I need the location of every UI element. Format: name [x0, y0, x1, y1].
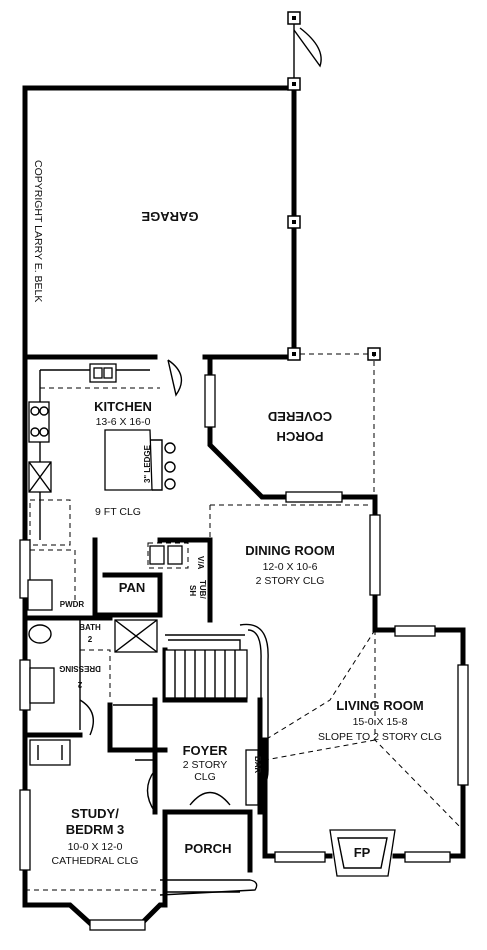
- kitchen-ledge: 3" LEDGE: [143, 444, 152, 483]
- dining-room-label: DINING ROOM: [245, 543, 335, 558]
- exterior-walls: [22, 85, 466, 928]
- fireplace: [329, 829, 396, 877]
- dining-fixtures: [147, 504, 464, 831]
- windows: [19, 87, 469, 931]
- bath-label-1: BATH: [79, 623, 101, 632]
- bath-label-2: 2: [88, 635, 93, 644]
- foyer-ceiling-2: CLG: [194, 771, 216, 783]
- living-room-ceiling: SLOPE TO 2 STORY CLG: [318, 731, 442, 743]
- kitchen-ceiling: 9 FT CLG: [95, 506, 141, 518]
- garage-posts: [287, 11, 381, 361]
- foyer-ceiling-1: 2 STORY: [183, 759, 228, 771]
- kitchen-fixtures: [28, 359, 183, 600]
- dining-room-size: 12-0 X 10-6: [263, 561, 318, 573]
- kitchen-label: KITCHEN: [94, 399, 152, 414]
- study-size: 10-0 X 12-0: [68, 841, 123, 853]
- dressing-label-2: 2: [77, 680, 82, 689]
- pwdr-label: PWDR: [60, 600, 85, 609]
- tub-sh-label-1: TUB/: [198, 580, 207, 599]
- study-ceiling: CATHEDRAL CLG: [52, 855, 139, 867]
- foyer-label: FOYER: [183, 743, 228, 758]
- covered-porch-label-2: PORCH: [277, 429, 324, 444]
- bath-fixtures: [27, 579, 158, 766]
- tub-sh-label-2: SH: [188, 585, 197, 596]
- porch-label: PORCH: [185, 841, 232, 856]
- foyer-details: [135, 749, 259, 896]
- study-label-2: BEDRM 3: [66, 822, 125, 837]
- dressing-label-1: DRESSING: [59, 664, 101, 673]
- dining-room-ceiling: 2 STORY CLG: [256, 575, 325, 587]
- va-label: V/A: [196, 556, 205, 570]
- garage-label: GARAGE: [141, 209, 198, 224]
- pan-label: PAN: [119, 580, 145, 595]
- study-label-1: STUDY/: [71, 806, 119, 821]
- covered-porch-label-1: COVERED: [268, 409, 332, 424]
- kitchen-size: 13-6 X 16-0: [96, 416, 151, 428]
- staircase: [164, 623, 269, 796]
- bar-label: BAR: [253, 756, 262, 774]
- fireplace-label: FP: [354, 845, 371, 860]
- copyright-text: COPYRIGHT LARRY E. BELK: [32, 160, 44, 302]
- covered-porch-outline: [300, 353, 375, 497]
- living-room-size: 15-0 X 15-8: [353, 716, 408, 728]
- living-room-label: LIVING ROOM: [336, 698, 423, 713]
